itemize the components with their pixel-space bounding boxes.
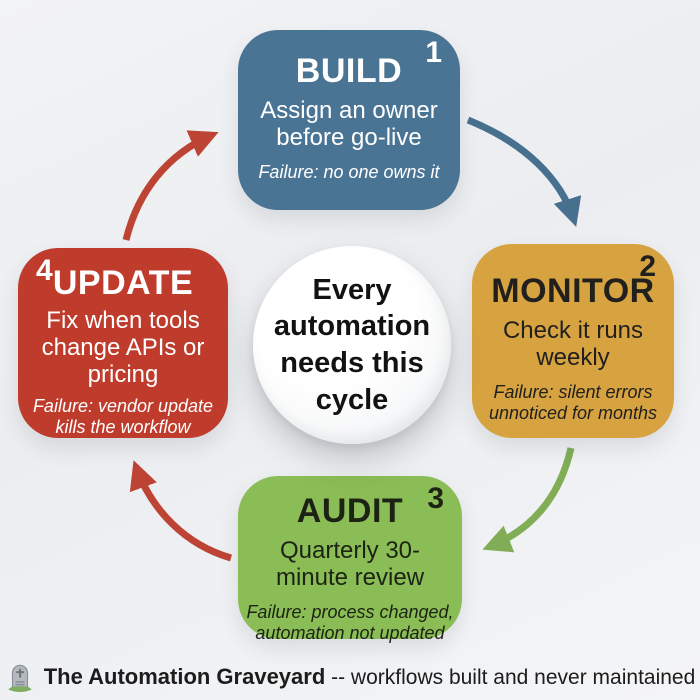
step-title: UPDATE [52,264,194,302]
footer-title: The Automation Graveyard [43,664,326,689]
arrow-build-to-monitor [466,116,582,227]
footer-text: The Automation Graveyard -- workflows bu… [44,664,696,690]
arrow-monitor-to-audit [482,447,575,553]
step-number: 3 [427,482,444,515]
tombstone-icon [5,661,35,693]
center-circle-text: Every automation needs this cycle [273,273,431,416]
step-description: Check it runs weekly [502,317,644,372]
step-number: 4 [36,254,53,287]
step-title: BUILD [295,52,403,90]
arrow-audit-to-update [129,460,232,562]
step-failure: Failure: no one owns it [258,162,440,183]
footer-subtitle: -- workflows built and never maintained [325,666,696,689]
step-description: Quarterly 30-minute review [275,537,425,592]
step-title: AUDIT [296,492,404,530]
step-number: 1 [425,36,442,69]
step-failure: Failure: vendor update kills the workflo… [32,396,214,438]
step-failure: Failure: process changed, automation not… [246,602,454,643]
step-card-monitor: 2 MONITOR Check it runs weekly Failure: … [472,244,674,438]
step-description: Assign an owner before go-live [260,97,438,152]
step-failure: Failure: silent errors unnoticed for mon… [488,382,658,423]
arrow-update-to-build [122,130,219,241]
step-number: 2 [639,250,656,283]
step-description: Fix when tools change APIs or pricing [41,307,205,389]
step-card-build: 1 BUILD Assign an owner before go-live F… [238,30,460,210]
footer: The Automation Graveyard -- workflows bu… [0,658,700,696]
center-circle: Every automation needs this cycle [253,246,451,444]
step-title: MONITOR [491,272,655,310]
step-card-update: 4 UPDATE Fix when tools change APIs or p… [18,248,228,438]
step-card-audit: 3 AUDIT Quarterly 30-minute review Failu… [238,476,462,643]
